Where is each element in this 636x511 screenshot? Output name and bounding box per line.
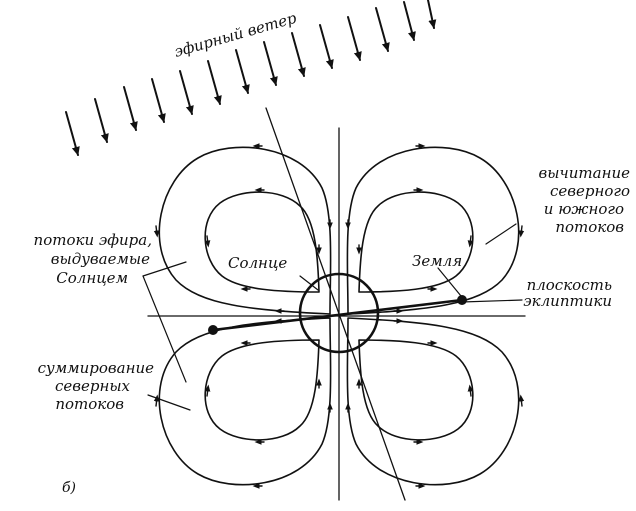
arrowhead-icon [467,235,474,248]
plane-label-2: эклиптики [523,292,612,310]
sum-label-3: потоков [55,395,124,413]
arrowhead-icon [518,225,525,238]
loop-lr-outer [346,317,520,486]
loop-ll-outer [158,317,332,486]
arrowhead-icon [153,225,160,238]
ether-wind-arrows [65,0,437,156]
loop-ul-inner [204,191,320,293]
sum-label-2: северных [55,377,131,395]
ether-flows-label-2: выдуваемые [51,250,150,268]
ether-flows-label-1: потоки эфира, [34,231,152,249]
subtract-label-1: вычитание [538,164,630,182]
flow-loops [158,146,520,486]
figure-label: б) [62,480,76,496]
ether-flows-label-3: Солнцем [56,269,128,287]
loop-ll-inner [204,339,320,441]
sun-label: Солнце [228,254,287,272]
leader-lines [142,223,523,411]
plane-label-1: плоскость [527,276,612,294]
flow-arrowheads [153,143,525,489]
sum-label-1: суммирование [38,359,154,377]
earth-label: Земля [412,252,462,270]
loop-lr-inner [358,339,474,441]
arrowhead-icon [153,394,160,407]
loop-ur-outer [346,146,520,315]
arrowhead-icon [204,384,211,397]
loop-ul-outer [158,146,332,315]
wind-direction-line [265,107,406,501]
ether-wind-label: эфирный ветер [172,9,299,61]
axes [147,107,526,501]
subtract-label-4: потоков [555,218,624,236]
subtract-label-2: северного [550,182,630,200]
arrowhead-icon [204,235,211,248]
arrowhead-icon [467,384,474,397]
ecliptic-plane [208,295,467,335]
labels: эфирный ветер потоки эфира, выдуваемые С… [34,9,631,496]
loop-ur-inner [358,191,474,293]
arrowhead-icon [518,394,525,407]
subtract-label-3: и южного [544,200,624,218]
